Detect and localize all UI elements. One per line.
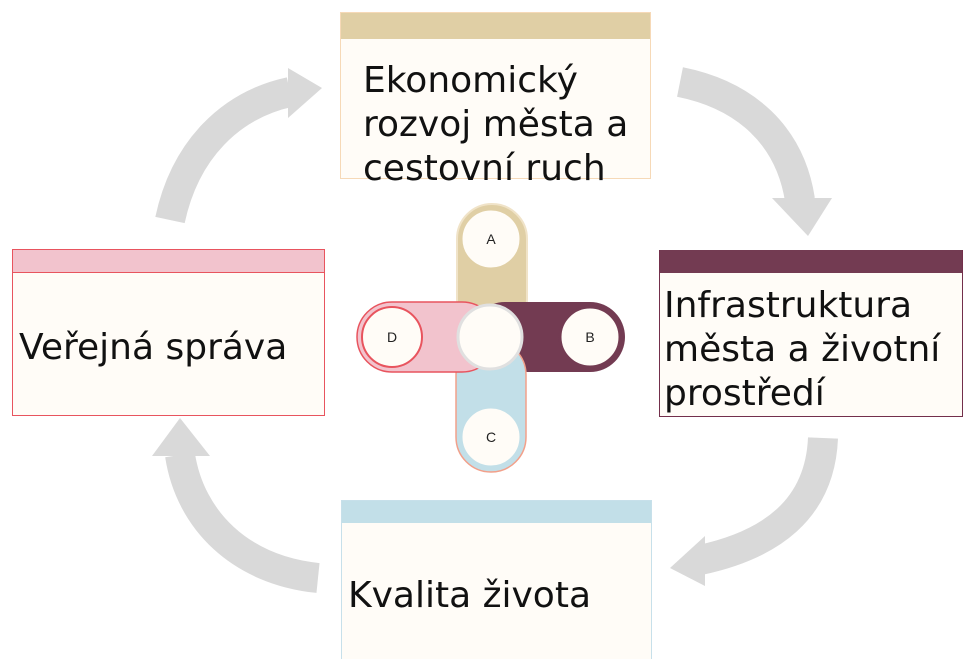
hub-center: [456, 303, 524, 371]
box-public-administration: Veřejná správa: [12, 249, 325, 416]
box-top-text: Ekonomický rozvoj města a cestovní ruch: [363, 60, 629, 189]
box-economic-development: Ekonomický rozvoj města a cestovní ruch: [340, 12, 651, 189]
box-quality-of-life: Kvalita života: [341, 500, 652, 659]
box-right-accent-bar: [660, 250, 962, 273]
arrow-bottom-left: [152, 418, 320, 593]
arrow-top-left: [155, 68, 322, 224]
box-right-text: Infrastruktura města a životní prostředí: [664, 285, 941, 414]
arrow-top-right: [676, 67, 832, 236]
box-top-accent-bar: [341, 13, 650, 39]
arrow-bottom-right: [670, 436, 838, 586]
hub-label-d: D: [387, 329, 397, 345]
box-bottom-accent-bar: [342, 501, 651, 523]
hub-label-b: B: [585, 329, 594, 345]
box-bottom-text: Kvalita života: [348, 575, 591, 616]
box-left-accent-bar: [13, 250, 324, 273]
hub-label-c: C: [486, 429, 496, 445]
box-infrastructure: Infrastruktura města a životní prostředí: [659, 250, 963, 417]
box-left-text: Veřejná správa: [19, 327, 288, 368]
hub-petal-a: [456, 203, 528, 335]
hub-petal-c: [455, 339, 527, 473]
hub-label-a: A: [486, 231, 496, 247]
hub-diagram: A B C D: [356, 203, 625, 473]
